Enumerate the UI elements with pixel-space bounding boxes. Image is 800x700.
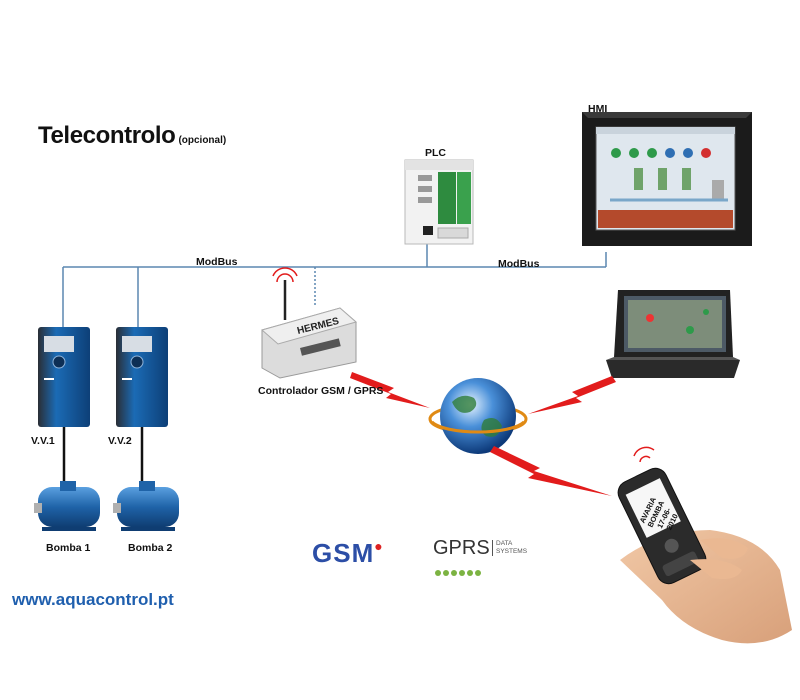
- signal-links: [350, 372, 616, 496]
- plc-device: [404, 159, 474, 245]
- gsm-controller-device: HERMES: [260, 267, 358, 379]
- vv2-label: V.V.2: [108, 435, 132, 447]
- vv1-label: V.V.1: [31, 435, 55, 447]
- gsm-logo-text: GSM: [312, 538, 375, 568]
- hmi-label: HMI: [588, 103, 608, 115]
- drive-vv1: [38, 327, 90, 427]
- title-text: Telecontrolo: [38, 122, 176, 149]
- pump1-label: Bomba 1: [46, 542, 91, 554]
- gprs-logo-text: GPRS: [433, 537, 490, 559]
- plc-label: PLC: [425, 147, 446, 159]
- gsm-logo-dot: ●: [374, 538, 384, 554]
- signal-bolt-controller: [350, 372, 430, 408]
- motor-pump2: [113, 481, 179, 531]
- drive-vv2: [116, 327, 168, 427]
- subtitle-text: (opcional): [178, 135, 227, 146]
- motor-pump1: [34, 481, 100, 531]
- modbus-label-right: ModBus: [498, 258, 540, 270]
- globe-icon: [428, 378, 528, 454]
- page-title: Telecontrolo(opcional): [38, 122, 226, 150]
- gsm-logo: GSM●: [312, 538, 384, 569]
- gprs-sub-systems: SYSTEMS: [496, 548, 528, 555]
- website-link[interactable]: www.aquacontrol.pt: [12, 590, 174, 609]
- signal-bolt-phone: [490, 446, 612, 496]
- pump2-label: Bomba 2: [128, 542, 173, 554]
- mobile-phone: [617, 446, 792, 644]
- gprs-logo-subtext: DATA SYSTEMS: [492, 540, 527, 556]
- laptop-device: [606, 290, 740, 378]
- signal-bolt-laptop: [528, 376, 616, 414]
- gprs-dots: [435, 563, 483, 581]
- gprs-logo: GPRS DATA SYSTEMS: [433, 537, 527, 576]
- modbus-label-left: ModBus: [196, 256, 238, 268]
- controller-label: Controlador GSM / GPRS: [258, 385, 384, 397]
- gprs-sub-data: DATA: [496, 540, 513, 547]
- hmi-panel: [582, 112, 752, 246]
- modbus-network: [62, 243, 607, 328]
